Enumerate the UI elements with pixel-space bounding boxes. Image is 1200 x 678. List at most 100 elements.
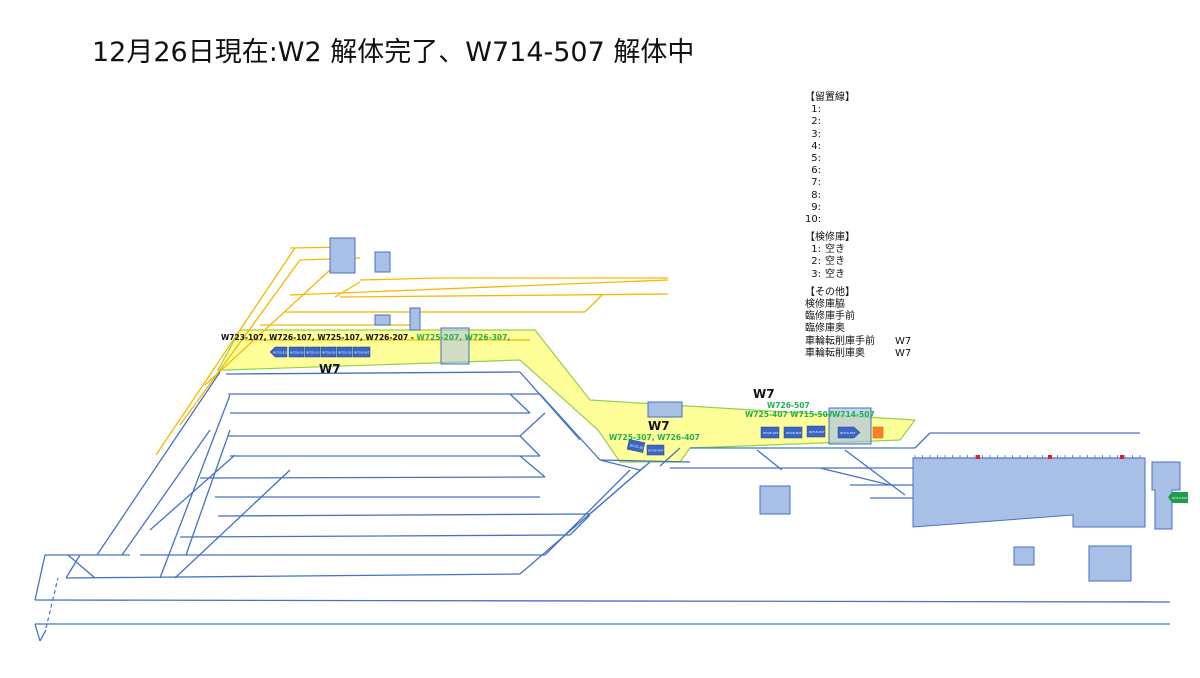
- building-6: [647, 401, 683, 418]
- inspection-number: 3:: [811, 268, 821, 280]
- buildings: [329, 237, 1181, 582]
- svg-text:W714-507: W714-507: [1172, 496, 1188, 500]
- car-3-4[interactable]: [837, 426, 861, 439]
- group1-formation: W7: [319, 362, 341, 376]
- storage-number: 6:: [811, 165, 821, 177]
- car-1-6[interactable]: [352, 346, 371, 358]
- other-row: 検修庫脇: [805, 299, 911, 311]
- car-1-3[interactable]: [304, 346, 321, 358]
- storage-row: 8:: [805, 190, 911, 202]
- building-3: [374, 314, 391, 326]
- storage-number: 1:: [811, 104, 821, 116]
- other-row: 臨修庫奥: [805, 323, 911, 335]
- cars-group1: W723-107 W726-107 W725-107 W726-207 W725…: [269, 346, 371, 358]
- inspection-row: 2: 空き: [805, 256, 911, 268]
- inspection-row: 3: 空き: [805, 269, 911, 281]
- group3-label-mid: W725-407 W715-507: [745, 410, 833, 419]
- storage-track-list: 1:2:3:4:5:6:7:8:9:10:: [805, 104, 911, 226]
- building-9: [1013, 546, 1035, 566]
- car-2-1[interactable]: [626, 439, 646, 453]
- svg-text:W726-107: W726-107: [290, 351, 306, 355]
- car-3-2[interactable]: [783, 426, 803, 439]
- svg-text:W726-507: W726-507: [786, 431, 802, 435]
- storage-row: 2:: [805, 116, 911, 128]
- car-1-4[interactable]: [320, 346, 337, 358]
- other-row: 車輪転削庫手前 W7: [805, 336, 911, 348]
- storage-number: 2:: [811, 116, 821, 128]
- group1-label: W723-107, W726-107, W725-107, W726-207 -…: [221, 333, 510, 342]
- car-2-2[interactable]: [646, 444, 665, 456]
- car-3-1[interactable]: [760, 426, 780, 439]
- other-label: 車輪転削庫手前: [805, 335, 875, 347]
- inspection-header: 【検修庫】: [805, 232, 855, 244]
- other-label: 臨修庫奥: [805, 323, 845, 335]
- orange-marker: [872, 426, 884, 439]
- yard-tracks: [155, 246, 669, 456]
- storage-row: 5:: [805, 153, 911, 165]
- storage-row: 7:: [805, 177, 911, 189]
- car-1-5[interactable]: [336, 346, 353, 358]
- inspection-row: 1:空き: [805, 244, 911, 256]
- main-tracks: [34, 371, 1171, 642]
- exit-marker[interactable]: [1168, 492, 1188, 503]
- storage-number: 8:: [811, 189, 821, 201]
- storage-row: 9:: [805, 202, 911, 214]
- storage-row: 10:: [805, 214, 911, 226]
- group2-label: W725-307, W726-407: [609, 433, 700, 442]
- storage-number: 4:: [811, 140, 821, 152]
- inspection-number: 2:: [811, 256, 821, 268]
- svg-text:W715-507: W715-507: [809, 430, 825, 434]
- storage-row: 3:: [805, 129, 911, 141]
- svg-text:W726-207: W726-207: [322, 351, 338, 355]
- car-3-3[interactable]: [806, 425, 826, 438]
- storage-number: 9:: [811, 201, 821, 213]
- other-label: 検修庫脇: [805, 299, 845, 310]
- other-value: W7: [895, 335, 912, 347]
- storage-row: 1:: [805, 104, 911, 116]
- storage-row: 6:: [805, 165, 911, 177]
- other-row: 車輪転削庫奥 W7: [805, 348, 911, 360]
- other-location-list: 検修庫脇臨修庫手前臨修庫奥車輪転削庫手前 W7 車輪転削庫奥 W7: [805, 299, 911, 360]
- svg-text:W726-307: W726-307: [354, 351, 370, 355]
- svg-text:W725-407: W725-407: [763, 431, 779, 435]
- svg-text:W725-107: W725-107: [306, 351, 322, 355]
- storage-header: 【留置線】: [805, 92, 855, 103]
- car-lead-1[interactable]: [269, 346, 288, 358]
- other-label: 臨修庫手前: [805, 311, 855, 323]
- other-value: W7: [895, 347, 912, 359]
- storage-row: 4:: [805, 141, 911, 153]
- car-1-2[interactable]: [288, 346, 305, 358]
- building-10: [1088, 545, 1132, 582]
- storage-number: 5:: [811, 152, 821, 164]
- page-title: 12月26日現在:W2 解体完了、W714-507 解体中: [92, 37, 695, 68]
- inspection-number: 1:: [811, 244, 821, 256]
- other-header: 【その他】: [805, 286, 855, 298]
- group3-formation: W7: [753, 387, 775, 401]
- group2-formation: W7: [648, 419, 670, 433]
- storage-number: 10:: [805, 213, 822, 225]
- main-shed: [912, 457, 1146, 528]
- cars-group3: W725-407 W726-507 W715-507 W714-507: [760, 425, 884, 439]
- dashed-connector: [45, 577, 59, 629]
- building-7: [828, 407, 872, 445]
- building-1: [329, 237, 356, 274]
- other-row: 臨修庫手前: [805, 311, 911, 323]
- svg-text:W723-107: W723-107: [273, 351, 289, 355]
- building-5: [440, 327, 470, 365]
- other-label: 車輪転削庫奥: [805, 347, 865, 359]
- storage-number: 3:: [811, 128, 821, 140]
- inspection-value: 空き: [825, 256, 845, 268]
- building-2: [374, 251, 391, 273]
- cars-group2: W725-307 W726-407: [626, 439, 665, 456]
- red-markers: [976, 455, 1124, 459]
- group3-label-top: W726-507: [767, 401, 810, 410]
- svg-text:W726-407: W726-407: [648, 449, 664, 453]
- side-shed: [1151, 461, 1181, 530]
- svg-text:W714-507: W714-507: [840, 431, 856, 435]
- building-4: [409, 307, 421, 331]
- inspection-value: 空き: [825, 268, 845, 280]
- svg-text:W725-207: W725-207: [338, 351, 354, 355]
